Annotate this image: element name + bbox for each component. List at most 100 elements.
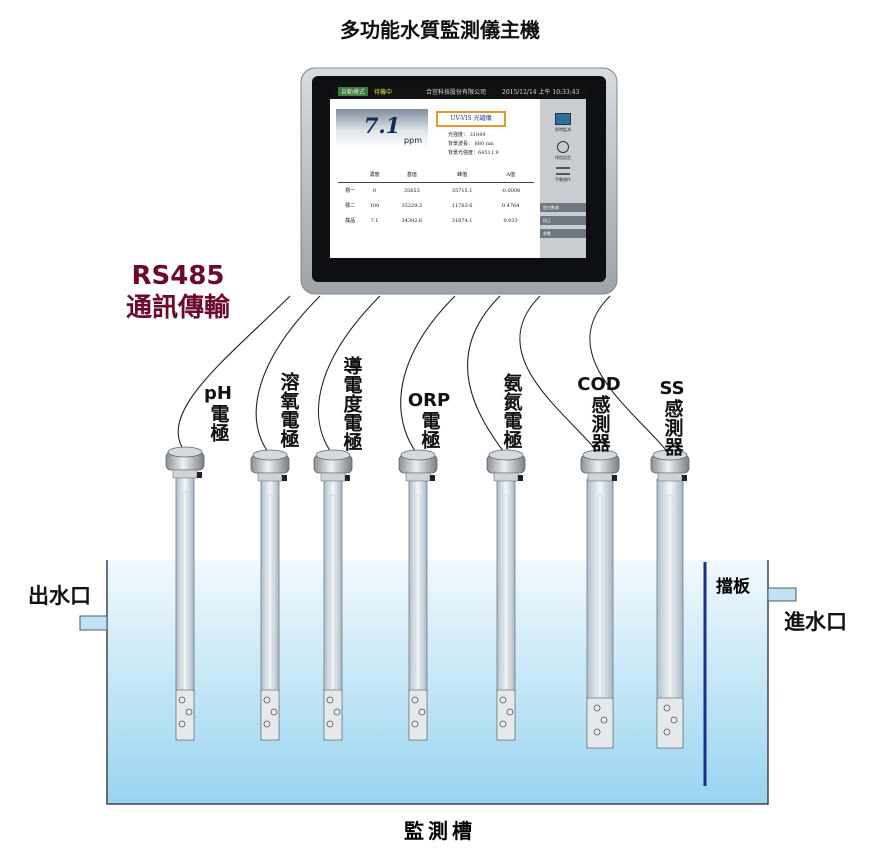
diagram-title: 多功能水質監測儀主機 bbox=[340, 18, 540, 42]
probe-tip bbox=[656, 697, 684, 749]
probe-rod bbox=[503, 494, 509, 691]
rs485-label: RS485 通訊傳輸 bbox=[108, 260, 248, 324]
table-cell: 35229.2 bbox=[401, 202, 423, 209]
probe-label-cn: 氨氮電極 bbox=[500, 373, 523, 449]
probe-sensor-dot bbox=[499, 696, 507, 704]
probe-tip bbox=[175, 689, 195, 741]
probe-collar bbox=[320, 472, 346, 482]
probe-tip bbox=[586, 697, 614, 749]
probe-sensor-dot bbox=[670, 716, 678, 724]
probe-sensor-dot bbox=[593, 704, 601, 712]
table-header-cell: 峰值 bbox=[436, 167, 488, 183]
table-header-cell: 基值 bbox=[386, 167, 437, 183]
probe-sensor-dot bbox=[270, 708, 278, 716]
probe-cap-top bbox=[582, 449, 618, 461]
inlet-pipe bbox=[767, 587, 797, 602]
probe-tip bbox=[496, 689, 516, 741]
probe-label-cn: 溶氧電極 bbox=[277, 372, 300, 448]
table-cell: 7.1 bbox=[370, 217, 379, 224]
table-cell: 100 bbox=[369, 202, 380, 209]
rs485-line-2: 通訊傳輸 bbox=[125, 293, 230, 323]
probe-sensor-dot bbox=[178, 720, 186, 728]
sidebar-item-manual[interactable]: 手動操作 bbox=[544, 167, 582, 183]
probe-collar bbox=[172, 469, 198, 479]
probe-rod bbox=[597, 494, 603, 699]
status-text: 待機中 bbox=[374, 89, 393, 96]
probe-rod bbox=[667, 494, 673, 699]
probe-sensor-dot bbox=[506, 708, 514, 716]
probe-collar bbox=[657, 472, 683, 482]
probe-collar bbox=[257, 472, 283, 482]
cables bbox=[177, 295, 671, 456]
table-header: 濃度 基值 峰值 A值 bbox=[338, 167, 534, 183]
network-icon bbox=[556, 167, 570, 175]
probe-label-en: ORP bbox=[407, 390, 451, 411]
probe-label-do: 溶氧電極 bbox=[268, 372, 308, 448]
info-intensity: 光強度： 31849 bbox=[448, 132, 486, 138]
cable bbox=[400, 295, 456, 456]
probe-tip bbox=[408, 689, 428, 741]
table-cell: 35653 bbox=[403, 187, 420, 194]
monitor-screen: 自動模式 待機中 合宜科技股份有限公司 2015/12/14 上午 10:33:… bbox=[330, 82, 586, 258]
probe-label-cn: 導電度電極 bbox=[340, 356, 363, 451]
sidebar-item-realtime[interactable]: 即時監測 bbox=[544, 113, 582, 133]
probe-label-cn: 感測器 bbox=[588, 395, 611, 452]
probe-sensor-dot bbox=[663, 704, 671, 712]
probe-connector bbox=[345, 475, 350, 481]
baffle-label: 擋板 bbox=[716, 577, 750, 597]
probe-tip bbox=[260, 689, 280, 741]
probe-collar bbox=[493, 472, 519, 482]
probe-sensor-dot bbox=[333, 708, 341, 716]
tank-walls bbox=[106, 560, 769, 805]
probe-sensor-dot bbox=[600, 716, 608, 724]
table-cell: 0.4764 bbox=[501, 202, 520, 209]
company-name: 合宜科技股份有限公司 bbox=[426, 89, 487, 96]
table-header-cell: A值 bbox=[487, 167, 534, 183]
table-cell: 樣品 bbox=[345, 218, 356, 224]
cable bbox=[589, 295, 671, 456]
table-cell: 34392.6 bbox=[401, 217, 423, 224]
outlet-pipe bbox=[79, 615, 108, 631]
probe-connector bbox=[430, 475, 435, 481]
probe-label-en: SS bbox=[659, 378, 685, 399]
inlet-label: 進水口 bbox=[784, 610, 847, 634]
probe-connector bbox=[197, 472, 202, 478]
probe-cap-top bbox=[400, 449, 436, 461]
table-cell: 0 bbox=[372, 187, 377, 194]
cable bbox=[519, 295, 601, 456]
rs485-line-1: RS485 bbox=[131, 261, 225, 291]
probe-label-en: COD bbox=[577, 374, 621, 395]
table-cell: -0.0008 bbox=[501, 187, 521, 194]
probe-label-ph: pH 電極 bbox=[198, 383, 238, 442]
probe-label-cn: 電極 bbox=[207, 404, 230, 442]
probe-label-en: pH bbox=[204, 383, 232, 404]
sidebar-bar-parameters[interactable]: 參數 bbox=[540, 229, 586, 238]
probe-label-ammonia: 氨氮電極 bbox=[491, 373, 531, 449]
probe-sensor-dot bbox=[411, 696, 419, 704]
sidebar-bar-calibration[interactable]: 校正 bbox=[540, 216, 586, 225]
probe-sensor-dot bbox=[418, 708, 426, 716]
table-header-cell: 濃度 bbox=[362, 167, 387, 183]
probe-rod bbox=[330, 494, 336, 691]
sidebar-item-label: 即時監測 bbox=[555, 127, 571, 132]
datetime: 2015/12/14 上午 10:33:43 bbox=[502, 89, 580, 96]
table-cell: 11763.6 bbox=[451, 202, 473, 209]
probe-cap-top bbox=[488, 449, 524, 461]
reading-value: 7.1 bbox=[363, 113, 401, 138]
cable bbox=[317, 295, 381, 456]
probe-sensor-dot bbox=[411, 720, 419, 728]
sidebar-bar-history[interactable]: 歷史數據 bbox=[540, 203, 586, 212]
outlet-label: 出水口 bbox=[28, 584, 91, 608]
probe-connector bbox=[682, 475, 687, 481]
screen-main: 7.1 ppm UV-VIS 光譜儀 光強度： 31849 背景波長： 880 … bbox=[330, 99, 540, 258]
cable bbox=[467, 295, 507, 456]
sidebar-item-schedule[interactable]: 排程設定 bbox=[544, 141, 582, 161]
table-cell: 31874.1 bbox=[451, 217, 473, 224]
cable bbox=[255, 295, 321, 456]
probe-sensor-dot bbox=[593, 728, 601, 736]
probe-sensor-dot bbox=[185, 708, 193, 716]
tank-label: 監測槽 bbox=[404, 819, 476, 843]
probe-sensor-dot bbox=[499, 720, 507, 728]
mode-badge[interactable]: 自動模式 bbox=[338, 87, 369, 96]
table-row: 標一 0 35653 35715.1 -0.0008 bbox=[338, 183, 534, 199]
